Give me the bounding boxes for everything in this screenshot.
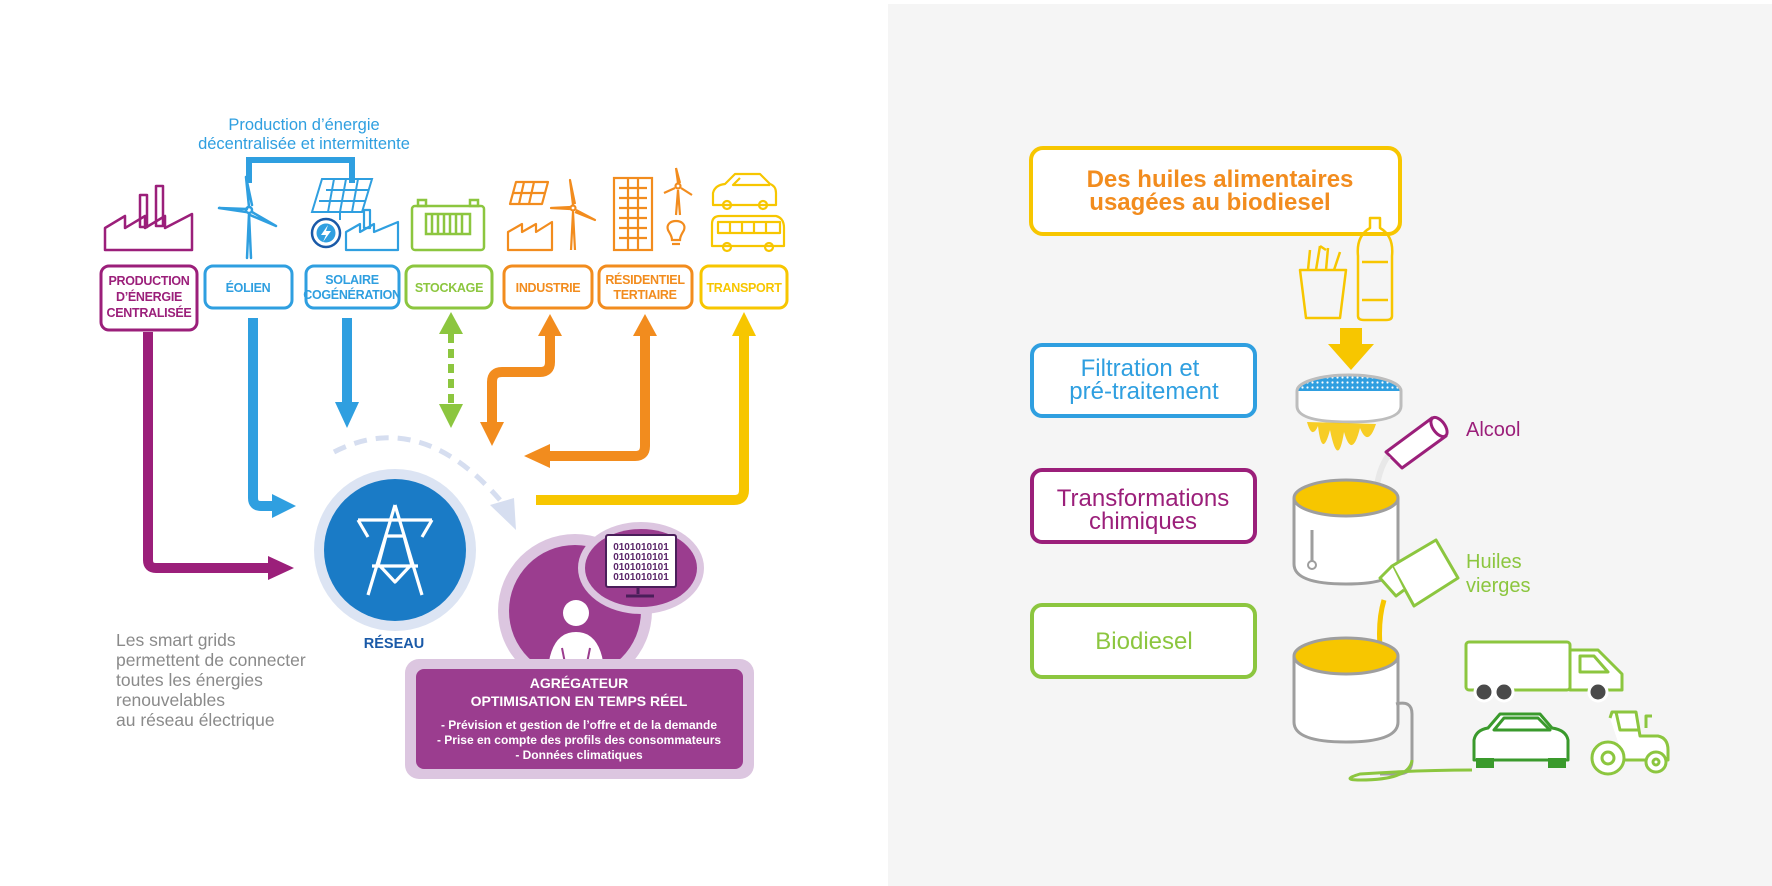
monitor-icon: 0101010101 0101010101 0101010101 0101010… xyxy=(606,535,676,596)
wind-turbine-icon xyxy=(219,177,276,258)
step-filtration-line-2: pré-traitement xyxy=(1069,378,1219,405)
fuel-hose xyxy=(1350,760,1472,780)
category-label-production-1: PRODUCTION xyxy=(108,274,189,288)
fries-icon xyxy=(1300,246,1346,318)
aggregator-bullet-3: - Données climatiques xyxy=(515,748,643,762)
heading-line-1: Production d’énergie xyxy=(228,116,379,134)
huiles-label-2: vierges xyxy=(1466,575,1530,597)
category-label-residentiel-1: RÉSIDENTIEL xyxy=(605,272,685,287)
aggregator-bullet-2: - Prise en compte des profils des consom… xyxy=(437,733,721,747)
reseau-node xyxy=(314,469,476,631)
arrow-industrie xyxy=(492,334,550,424)
step-biodiesel-line-1: Biodiesel xyxy=(1095,628,1192,655)
alcohol-tube-icon xyxy=(1376,415,1450,494)
step-transformations-line-2: chimiques xyxy=(1089,508,1197,535)
alcool-label: Alcool xyxy=(1466,419,1520,441)
step-box-biodiesel: Biodiesel xyxy=(1032,605,1255,677)
industry-icon xyxy=(508,180,595,250)
biodiesel-tank-icon xyxy=(1294,638,1412,774)
smartgrid-caption: Les smart grids permettent de connecter … xyxy=(116,630,306,730)
arrow-eolien xyxy=(253,318,275,506)
dashed-arc-head xyxy=(490,498,516,530)
arrow-head-production xyxy=(268,556,294,580)
battery-icon xyxy=(412,200,484,250)
arrow-head-residentiel-left xyxy=(524,444,550,468)
reactor-tank-icon xyxy=(1294,480,1398,584)
step-box-transformations: Transformations chimiques xyxy=(1032,470,1255,542)
arrow-head-industrie-up xyxy=(538,314,562,336)
category-label-transport: TRANSPORT xyxy=(706,281,782,295)
category-label-solaire-2: COGÉNÉRATION xyxy=(303,287,401,302)
category-label-production-2: D’ÉNERGIE xyxy=(116,289,182,304)
arrow-head-transport xyxy=(732,312,756,336)
caption-line-3: toutes les énergies xyxy=(116,670,263,690)
biodiesel-title-2: usagées au biodiesel xyxy=(1089,189,1330,216)
category-label-solaire-1: SOLAIRE xyxy=(325,273,378,287)
tractor-icon xyxy=(1592,712,1668,774)
car-bus-icon xyxy=(712,174,784,251)
huiles-label-1: Huiles xyxy=(1466,551,1522,573)
cogeneration-icon xyxy=(312,210,398,250)
category-label-residentiel-2: TERTIAIRE xyxy=(613,288,676,302)
car-icon xyxy=(1474,714,1568,768)
arrow-head-eolien xyxy=(272,494,296,518)
caption-line-4: renouvelables xyxy=(116,690,225,710)
arrow-stockage xyxy=(439,312,463,428)
factory-icon xyxy=(105,186,192,250)
arrow-head-industrie-down xyxy=(480,422,504,446)
arrow-head-solaire xyxy=(335,402,359,428)
building-icon xyxy=(614,168,692,250)
category-label-eolien: ÉOLIEN xyxy=(226,280,271,295)
heading-line-2: décentralisée et intermittente xyxy=(198,135,410,153)
truck-icon xyxy=(1466,642,1622,701)
funnel-arrow xyxy=(1328,328,1374,370)
aggregator-box: AGRÉGATEUR OPTIMISATION EN TEMPS RÉEL - … xyxy=(405,659,754,779)
caption-line-1: Les smart grids xyxy=(116,630,236,650)
aggregator-bullet-1: - Prévision et gestion de l’offre et de … xyxy=(441,718,717,732)
category-label-industrie: INDUSTRIE xyxy=(516,281,581,295)
arrow-head-residentiel-up xyxy=(633,314,657,336)
category-label-production-3: CENTRALISÉE xyxy=(107,305,192,320)
aggregator-title-2: OPTIMISATION EN TEMPS RÉEL xyxy=(471,693,688,709)
aggregator-title-1: AGRÉGATEUR xyxy=(530,675,629,691)
biodiesel-title-box: Des huiles alimentaires usagées au biodi… xyxy=(1031,148,1400,234)
binary-line-4: 0101010101 xyxy=(613,572,669,583)
sieve-icon xyxy=(1297,375,1401,451)
category-label-stockage: STOCKAGE xyxy=(415,281,483,295)
arrow-residentiel xyxy=(548,334,645,456)
caption-line-5: au réseau électrique xyxy=(116,710,275,730)
caption-line-2: permettent de connecter xyxy=(116,650,306,670)
step-box-filtration: Filtration et pré-traitement xyxy=(1032,345,1255,416)
reseau-label: RÉSEAU xyxy=(364,635,424,652)
